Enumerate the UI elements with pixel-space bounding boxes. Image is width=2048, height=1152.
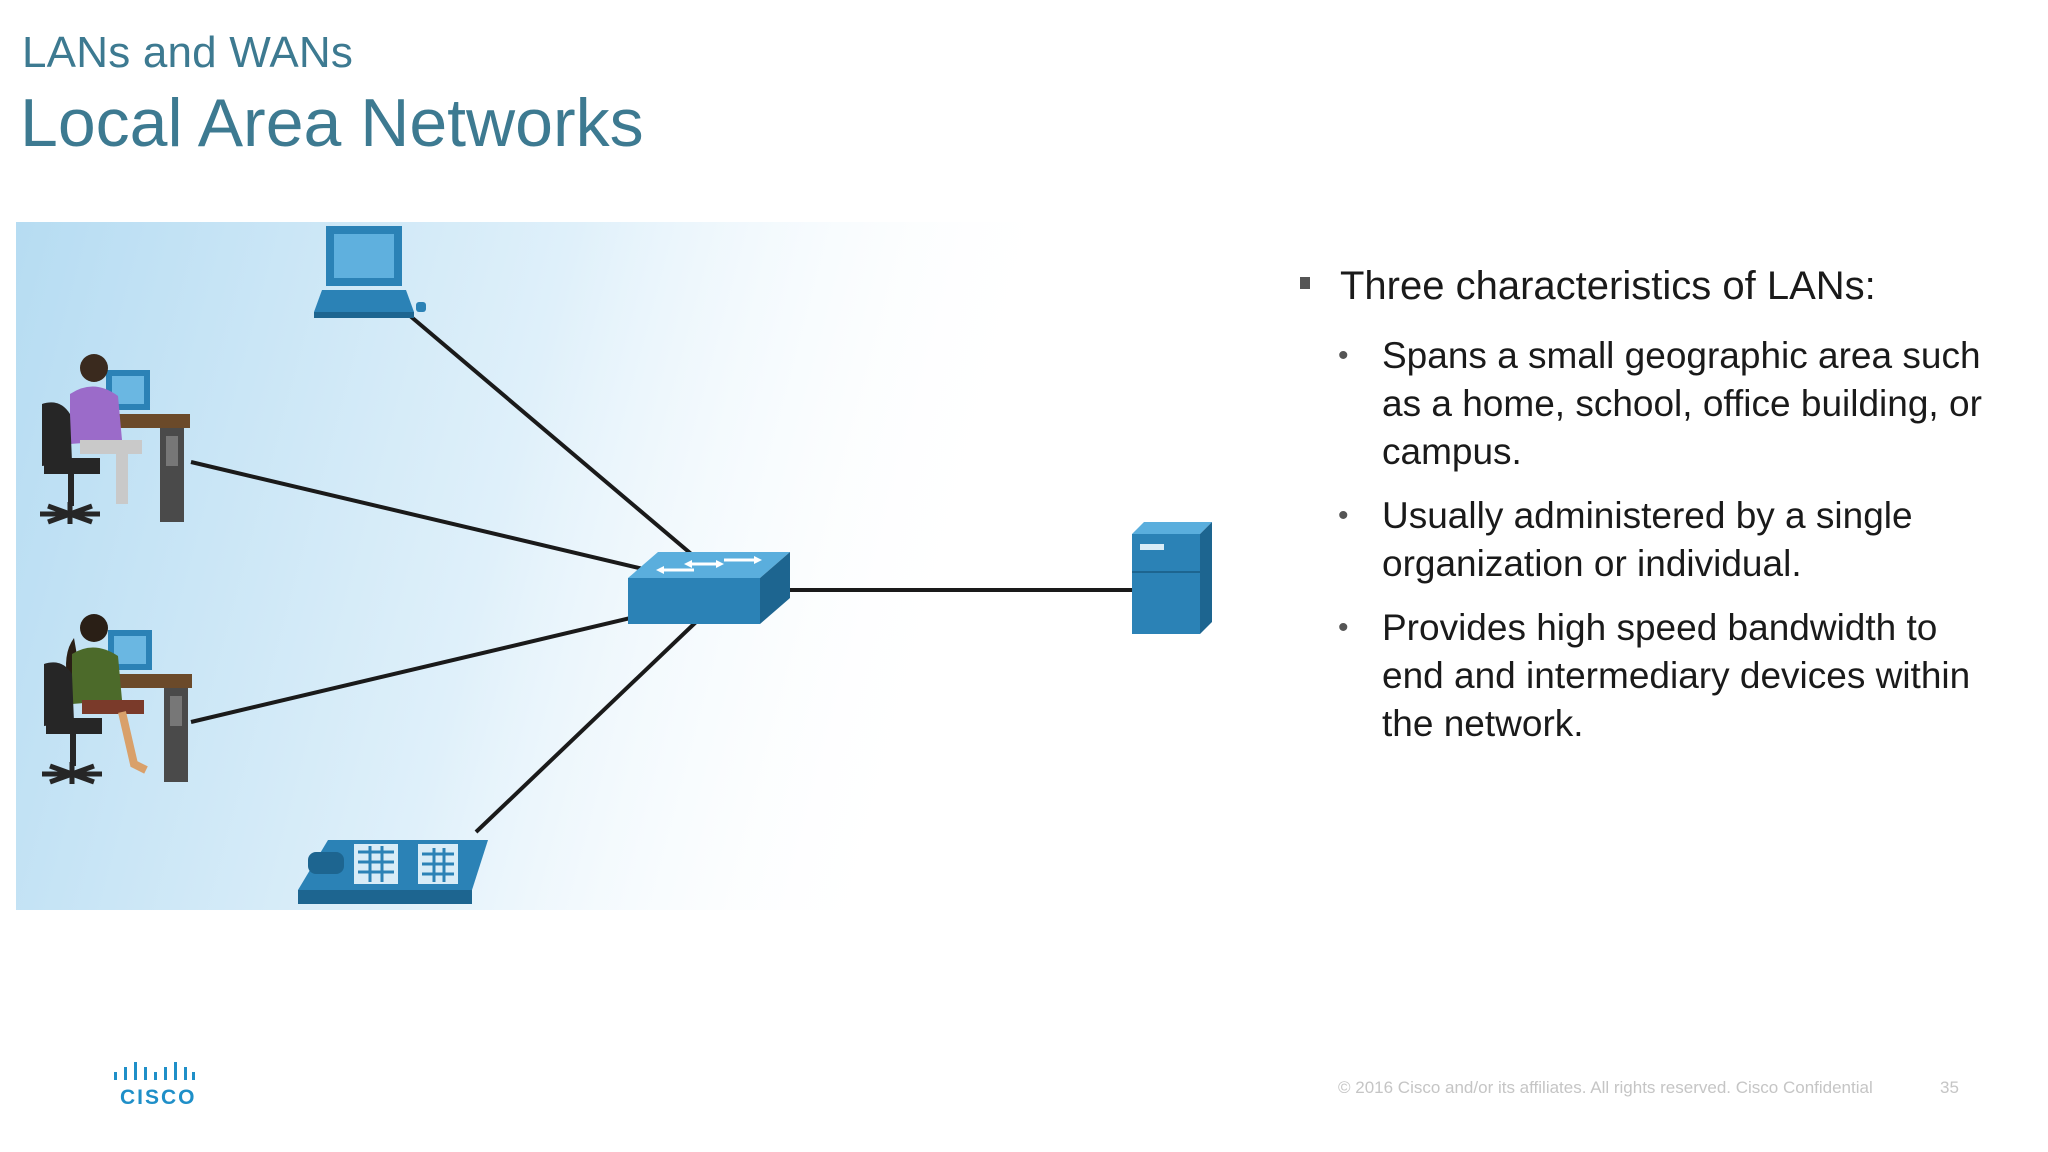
slide-subtitle: LANs and WANs	[22, 28, 354, 77]
list-item: • Provides high speed bandwidth to end a…	[1300, 604, 2000, 748]
dot-bullet-icon: •	[1338, 499, 1349, 532]
link-laptop-switch	[394, 302, 698, 560]
switch-icon	[628, 552, 790, 624]
list-item: • Spans a small geographic area such as …	[1300, 332, 2000, 476]
logo-wordmark: CISCO	[120, 1086, 197, 1109]
link-user1-switch	[190, 460, 657, 574]
dot-bullet-icon: •	[1338, 339, 1349, 372]
sub-bullet-list: • Spans a small geographic area such as …	[1300, 332, 2000, 748]
user-workstation-icon	[42, 614, 192, 785]
link-phone-switch	[474, 620, 698, 834]
cisco-logo: CISCO	[112, 1062, 197, 1109]
main-bullet-text: Three characteristics of LANs:	[1340, 264, 1876, 308]
sub-bullet-text: Provides high speed bandwidth to end and…	[1382, 607, 1971, 744]
laptop-icon	[314, 226, 426, 318]
footer-copyright: © 2016 Cisco and/or its affiliates. All …	[1338, 1078, 1873, 1097]
sub-bullet-text: Usually administered by a single organiz…	[1382, 495, 1913, 584]
slide-title: Local Area Networks	[20, 85, 644, 161]
user-workstation-icon	[40, 354, 190, 525]
lan-diagram	[16, 222, 1232, 910]
sub-bullet-text: Spans a small geographic area such as a …	[1382, 335, 1982, 472]
lan-characteristics: Three characteristics of LANs: • Spans a…	[1300, 262, 2000, 764]
page-number: 35	[1940, 1078, 1959, 1097]
cisco-bars-icon	[114, 1062, 195, 1080]
square-bullet-icon	[1300, 277, 1310, 289]
server-icon	[1132, 522, 1212, 634]
ip-phone-icon	[298, 840, 488, 904]
network-links	[190, 302, 1138, 834]
main-bullet: Three characteristics of LANs:	[1300, 262, 2000, 310]
link-user2-switch	[190, 610, 657, 724]
list-item: • Usually administered by a single organ…	[1300, 492, 2000, 588]
dot-bullet-icon: •	[1338, 611, 1349, 644]
